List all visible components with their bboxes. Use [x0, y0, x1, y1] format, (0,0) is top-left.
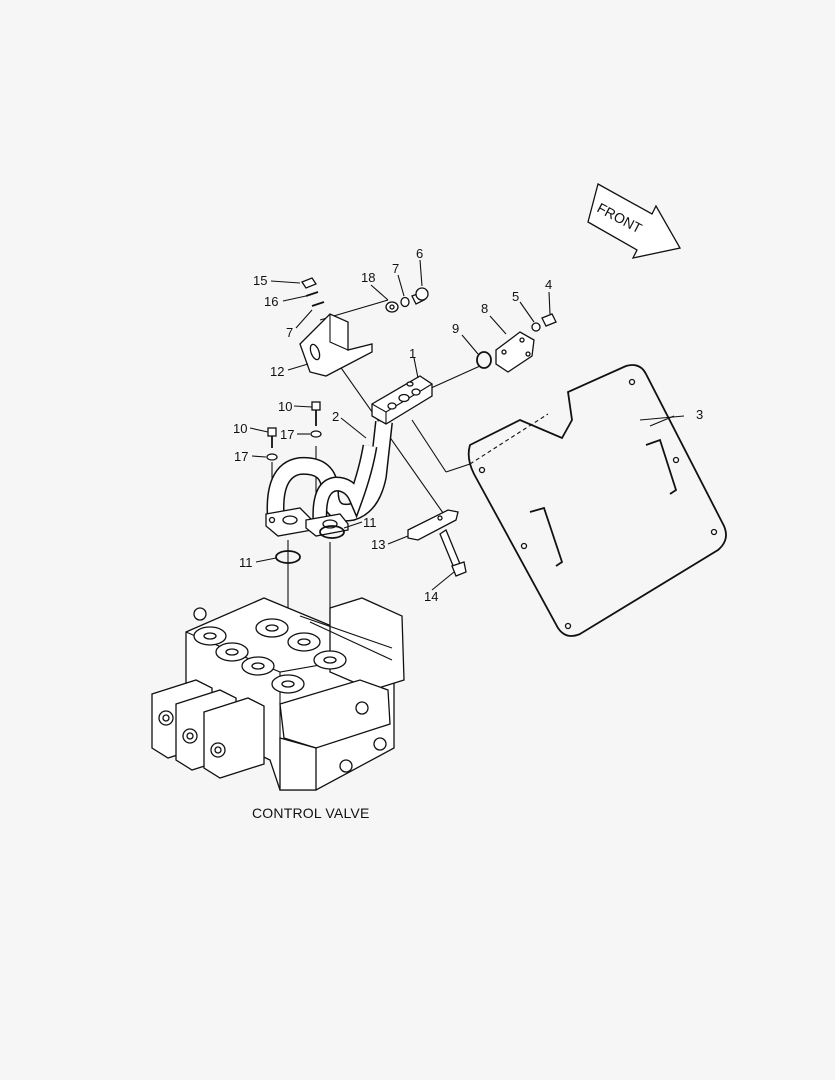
- bolt-part-10-right: [311, 401, 321, 426]
- callout-13: 13: [371, 537, 386, 552]
- washer-part-17-right: [310, 430, 322, 438]
- callout-7-upper: 7: [392, 261, 400, 276]
- callout-8: 8: [481, 301, 489, 316]
- callout-15: 15: [253, 273, 268, 288]
- bracket-part-12: [299, 313, 373, 377]
- callout-leaders: [249, 259, 675, 591]
- callout-17-right: 17: [280, 427, 295, 442]
- callout-6: 6: [416, 246, 424, 261]
- o-ring-part-11-right: [319, 525, 345, 539]
- control-valve-caption: CONTROL VALVE: [252, 805, 370, 821]
- o-ring-part-9: [476, 351, 492, 369]
- o-ring-part-11-left: [275, 550, 301, 564]
- washer-part-7-upper: [400, 296, 410, 308]
- callout-12: 12: [270, 364, 285, 379]
- callout-2: 2: [332, 409, 340, 424]
- callout-4: 4: [545, 277, 553, 292]
- callout-17-left: 17: [234, 449, 249, 464]
- cover-plate-part-3: [467, 364, 727, 637]
- callout-11-right: 11: [363, 515, 377, 530]
- callout-1: 1: [409, 346, 417, 361]
- spring-part-16: [305, 291, 319, 297]
- callout-16: 16: [264, 294, 279, 309]
- callout-5: 5: [512, 289, 520, 304]
- callout-10-right: 10: [278, 399, 293, 414]
- callout-10-left: 10: [233, 421, 248, 436]
- washer-part-17-left: [266, 453, 278, 461]
- tube-part-2: [265, 421, 393, 537]
- washer-part-5: [531, 322, 541, 332]
- callout-3: 3: [696, 407, 704, 422]
- flange-part-1: [371, 375, 433, 425]
- callout-7-lower: 7: [286, 325, 294, 340]
- bolt-part-10-left: [267, 427, 277, 448]
- bolt-part-6: [411, 287, 429, 305]
- clamp-part-13: [407, 509, 459, 541]
- flange-cap-part-8: [495, 331, 535, 373]
- callout-11-left: 11: [239, 555, 253, 570]
- bolt-part-14: [439, 529, 467, 577]
- control-valve: [151, 597, 405, 791]
- callout-14: 14: [424, 589, 439, 604]
- callout-9: 9: [452, 321, 460, 336]
- bolt-part-4: [541, 313, 557, 327]
- washer-part-7-lower: [311, 301, 325, 307]
- front-arrow: FRONT: [587, 183, 682, 259]
- callout-18: 18: [361, 270, 376, 285]
- washer-part-18: [385, 301, 399, 313]
- pin-part-15: [301, 277, 317, 289]
